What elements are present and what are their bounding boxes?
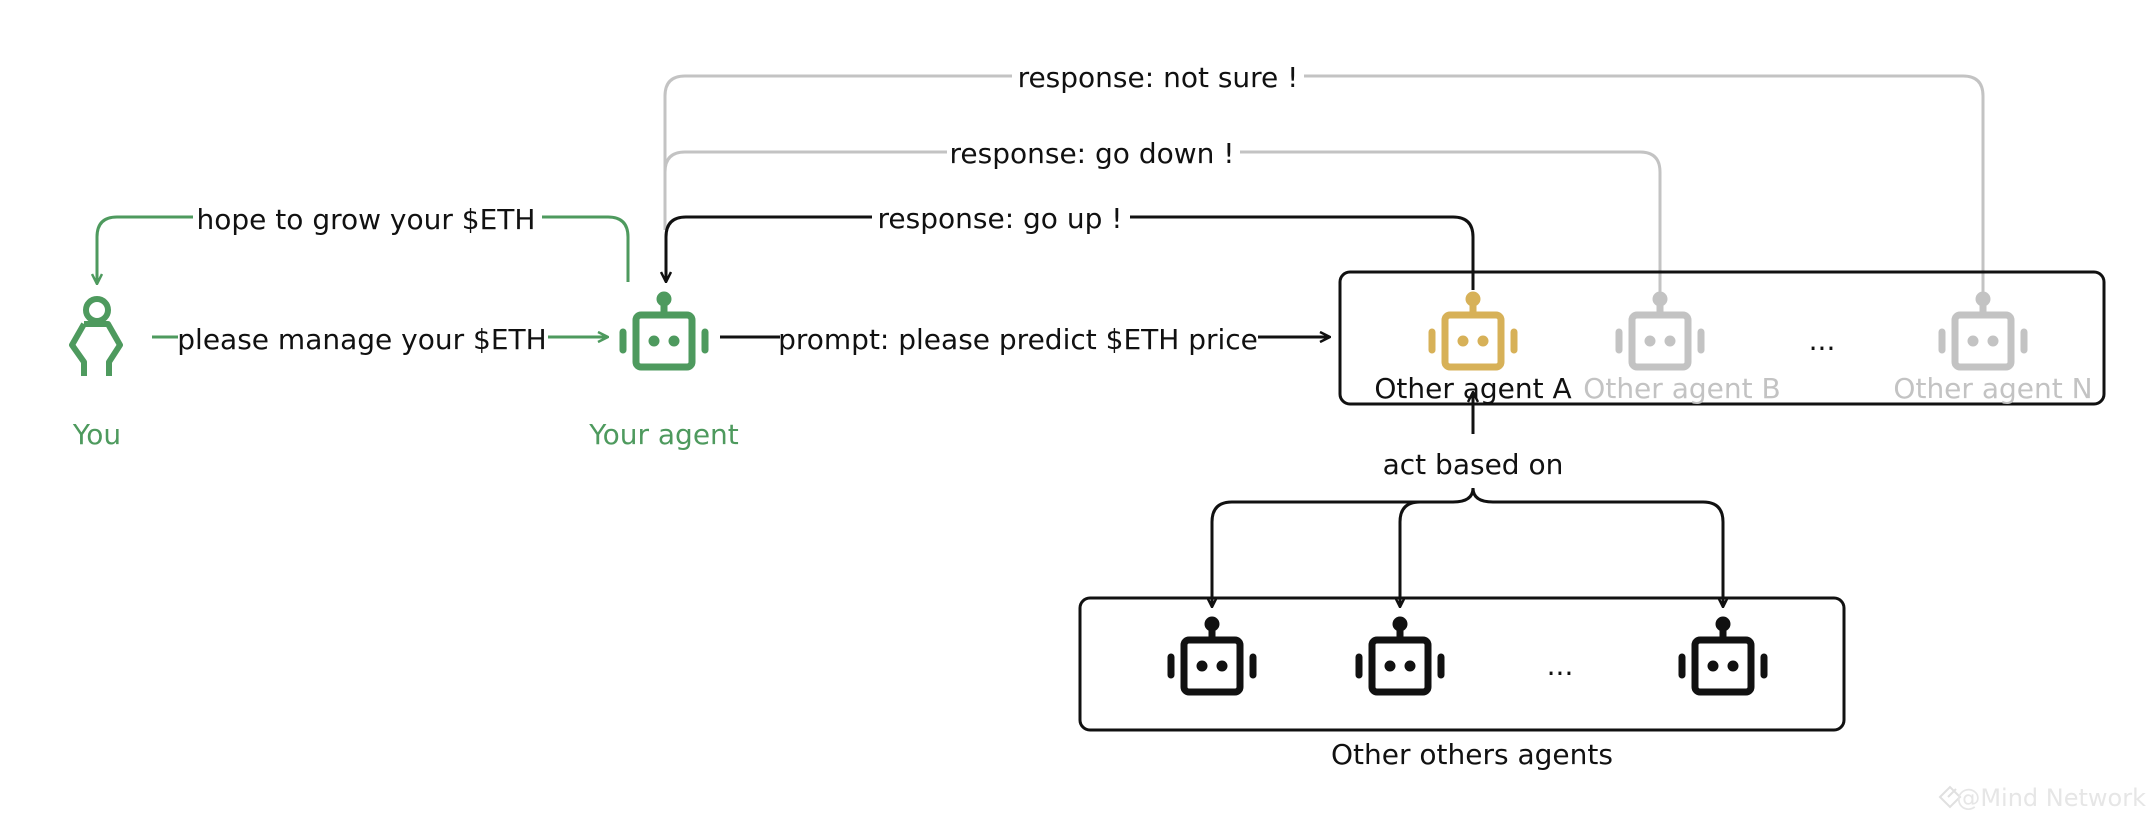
hope-edge: hope to grow your $ETH: [97, 203, 630, 284]
response-not-sure-label: response: not sure !: [1018, 61, 1299, 94]
your-agent-label: Your agent: [588, 418, 739, 451]
response-go-up-label: response: go up !: [878, 202, 1123, 235]
act-based-on-edge: act based on: [1212, 392, 1723, 607]
other-others-agents-group: ... Other others agents: [1078, 596, 1846, 771]
robot-icon: [1679, 617, 1767, 692]
person-icon: [69, 296, 123, 376]
robot-icon: [1616, 292, 1704, 367]
prompt-label: prompt: please predict $ETH price: [778, 323, 1258, 356]
other-agent-b-label: Other agent B: [1583, 372, 1780, 405]
other-agent-n: Other agent N: [1893, 292, 2093, 405]
response-not-sure-edge: response: not sure !: [663, 61, 1985, 300]
you-node: You: [69, 296, 123, 451]
hope-label: hope to grow your $ETH: [197, 203, 536, 236]
response-go-up-edge: response: go up !: [666, 202, 1475, 290]
other-agents-box: [1338, 270, 2106, 406]
robot-icon: [1356, 617, 1444, 692]
other-agent-b: Other agent B: [1583, 292, 1781, 405]
manage-label: please manage your $ETH: [177, 323, 546, 356]
response-go-down-edge: response: go down !: [663, 137, 1662, 300]
act-based-on-label: act based on: [1383, 448, 1564, 481]
robot-icon: [1429, 292, 1517, 367]
mind-network-logo-icon: [1938, 785, 1962, 809]
your-agent-node: Your agent: [588, 292, 739, 451]
others-ellipsis: ...: [1547, 649, 1574, 682]
prompt-edge: prompt: please predict $ETH price: [720, 323, 1330, 356]
you-label: You: [72, 418, 121, 451]
response-go-down-label: response: go down !: [950, 137, 1235, 170]
other-others-agents-label: Other others agents: [1331, 738, 1613, 771]
robot-icon: [1168, 617, 1256, 692]
watermark: @Mind Network: [1938, 784, 2146, 812]
other-agent-n-label: Other agent N: [1893, 372, 2092, 405]
other-agents-group: Other agent A Other agent B ... Other ag…: [1338, 270, 2106, 406]
other-others-agents-box: [1078, 596, 1846, 732]
manage-edge: please manage your $ETH: [152, 323, 608, 356]
other-agent-a: Other agent A: [1374, 292, 1572, 405]
watermark-text: @Mind Network: [1956, 784, 2146, 812]
robot-icon: [1939, 292, 2027, 367]
agents-ellipsis: ...: [1809, 324, 1836, 357]
robot-icon: [620, 292, 708, 367]
